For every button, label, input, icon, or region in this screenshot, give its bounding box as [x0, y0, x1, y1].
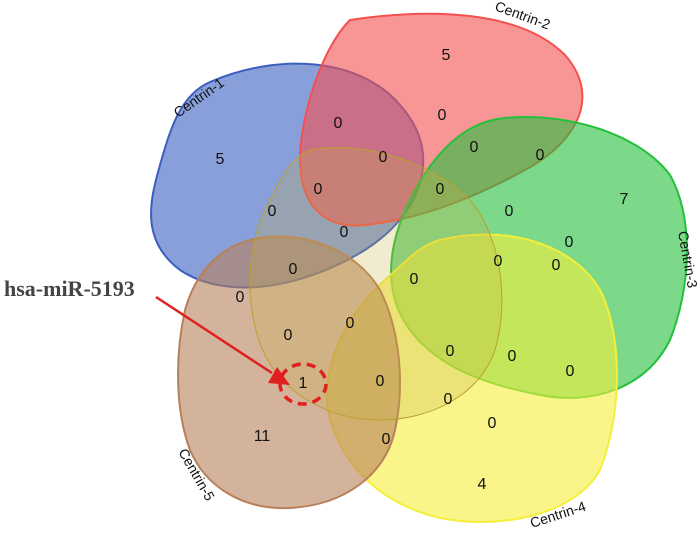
- region-count: 0: [376, 373, 385, 390]
- inner-overlap-shape: [249, 147, 503, 421]
- count-centrin-3-only: 7: [620, 191, 629, 208]
- callout-label: hsa-miR-5193: [4, 276, 135, 301]
- region-count: 0: [566, 363, 575, 380]
- region-count: 0: [379, 149, 388, 166]
- region-count: 0: [436, 181, 445, 198]
- region-count: 0: [268, 203, 277, 220]
- region-count: 0: [314, 181, 323, 198]
- region-count: 0: [536, 147, 545, 164]
- region-count: 0: [236, 289, 245, 306]
- region-count: 0: [346, 315, 355, 332]
- region-count: 0: [382, 431, 391, 448]
- count-highlighted-region: 1: [299, 375, 308, 392]
- region-count: 0: [446, 343, 455, 360]
- arrow-head-icon: [268, 367, 290, 385]
- region-count: 0: [508, 348, 517, 365]
- region-count: 0: [284, 327, 293, 344]
- count-centrin-1-only: 5: [216, 151, 225, 168]
- region-count: 0: [340, 224, 349, 241]
- region-counts: 5 5 7 4 11 0 0 0 0 0 0 0 0 0 0 0 0 0 0 0…: [216, 47, 629, 493]
- region-count: 0: [289, 261, 298, 278]
- region-count: 0: [488, 415, 497, 432]
- region-count: 0: [410, 271, 419, 288]
- region-count: 0: [438, 107, 447, 124]
- callout: hsa-miR-5193: [4, 276, 328, 406]
- region-count: 0: [505, 203, 514, 220]
- callout-arrow: [155, 295, 273, 375]
- region-count: 0: [444, 391, 453, 408]
- count-centrin-5-only: 11: [254, 428, 271, 445]
- count-centrin-2-only: 5: [442, 47, 451, 64]
- region-count: 0: [494, 253, 503, 270]
- region-count: 0: [552, 257, 561, 274]
- region-count: 0: [565, 234, 574, 251]
- region-count: 0: [334, 115, 343, 132]
- centrin-5-shape: [177, 235, 401, 510]
- count-centrin-4-only: 4: [478, 476, 487, 493]
- region-count: 0: [470, 139, 479, 156]
- venn-shapes: [150, 12, 688, 523]
